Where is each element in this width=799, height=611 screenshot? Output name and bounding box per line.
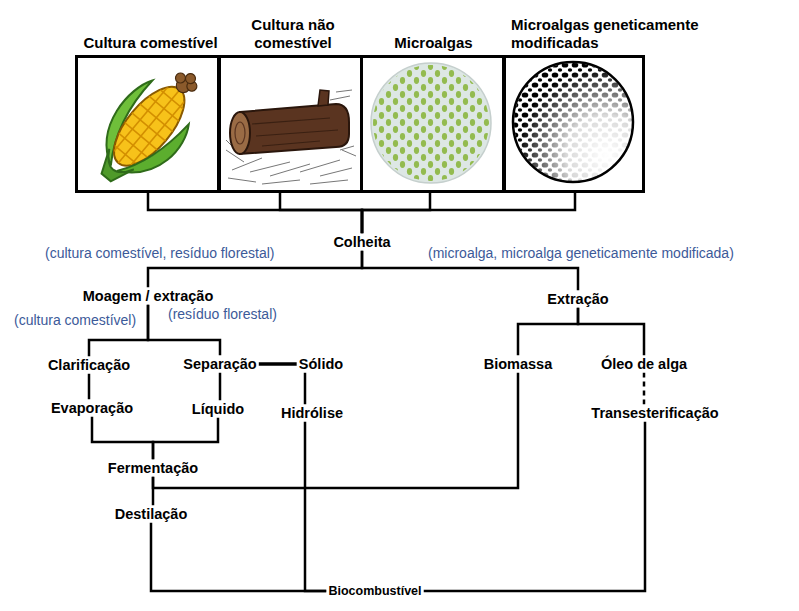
connector	[153, 418, 218, 460]
panel-heading: Microalgas	[363, 34, 504, 52]
connector	[578, 308, 644, 356]
process-step: Biomassa	[482, 356, 555, 373]
connector	[92, 417, 153, 460]
process-step: Líquido	[190, 401, 246, 418]
log-illustration	[226, 90, 356, 184]
edge-label: (cultura comestível)	[14, 312, 136, 329]
connector	[153, 373, 518, 489]
edge-label: (cultura comestível, resíduo florestal)	[45, 245, 275, 262]
step-label: Clarificação	[46, 357, 132, 374]
step-label: Colheita	[331, 234, 392, 251]
panel-heading: Microalgas geneticamente modificadas	[511, 16, 726, 52]
step-label: Biocombustível	[326, 583, 423, 600]
panel-heading: Cultura comestível	[60, 34, 241, 52]
edge-label: (microalga, microalga geneticamente modi…	[428, 245, 734, 262]
corn-husk	[117, 108, 195, 192]
edge-label: (resíduo florestal)	[168, 306, 277, 323]
algae-cells	[373, 65, 489, 181]
connector	[643, 373, 646, 405]
process-step: Destilação	[113, 506, 190, 523]
step-label: Biomassa	[482, 356, 555, 373]
process-step: Fermentação	[106, 460, 200, 477]
connector	[152, 477, 155, 506]
gm-algae-shading	[514, 63, 632, 181]
connector	[518, 308, 578, 356]
step-label: Destilação	[113, 506, 190, 523]
process-step: Transesterificação	[589, 405, 720, 422]
image-panel: Microalgas geneticamente modificadas	[503, 55, 645, 193]
connector	[280, 193, 362, 234]
process-step: Óleo de alga	[599, 356, 689, 373]
gm-microalgae-illustration	[513, 62, 633, 182]
corn-tassel	[170, 66, 203, 98]
process-step: Separação	[181, 356, 258, 373]
image-panel: Cultura não comestível	[218, 55, 363, 193]
process-step: Extração	[545, 291, 610, 308]
connector	[304, 373, 307, 405]
process-step: Clarificação	[46, 357, 132, 374]
connector	[424, 422, 646, 592]
panel-heading: Cultura não comestível	[233, 16, 353, 52]
image-panel: Cultura comestível	[75, 55, 220, 193]
connector	[88, 374, 91, 400]
process-step: Evaporação	[49, 400, 135, 417]
connector	[219, 373, 222, 401]
step-label: Evaporação	[49, 400, 135, 417]
step-label: Extração	[545, 291, 610, 308]
step-label: Sólido	[297, 356, 345, 373]
connector	[148, 193, 362, 234]
log-end	[230, 112, 250, 154]
log-grain	[252, 118, 338, 146]
microscope-rim	[513, 62, 633, 182]
corn-illustration	[79, 51, 221, 201]
connector	[362, 193, 575, 234]
process-step: Moagem / extração	[81, 288, 216, 305]
microalgae-illustration	[371, 63, 491, 183]
connector	[151, 523, 327, 592]
log-branch	[318, 90, 329, 106]
step-label: Fermentação	[106, 460, 200, 477]
step-label: Transesterificação	[589, 405, 720, 422]
process-step: Hidrólise	[279, 405, 345, 422]
log-body	[240, 104, 349, 154]
log-sketch-lines	[226, 90, 356, 184]
microscope-field	[513, 62, 633, 182]
step-label: Separação	[181, 356, 258, 373]
process-step: Colheita	[331, 234, 392, 251]
corn-stem	[94, 149, 134, 188]
connector	[259, 362, 297, 366]
step-label: Óleo de alga	[599, 356, 689, 373]
process-step: Biocombustível	[326, 583, 423, 600]
step-label: Hidrólise	[279, 405, 345, 422]
log-ring	[235, 122, 245, 144]
connector	[305, 422, 327, 592]
step-label: Líquido	[190, 401, 246, 418]
gm-algae-cells	[514, 63, 632, 181]
process-step: Sólido	[297, 356, 345, 373]
image-panel: Microalgas	[360, 55, 505, 193]
step-label: Moagem / extração	[81, 288, 216, 305]
microscope-field	[371, 63, 491, 183]
connector	[362, 193, 430, 234]
